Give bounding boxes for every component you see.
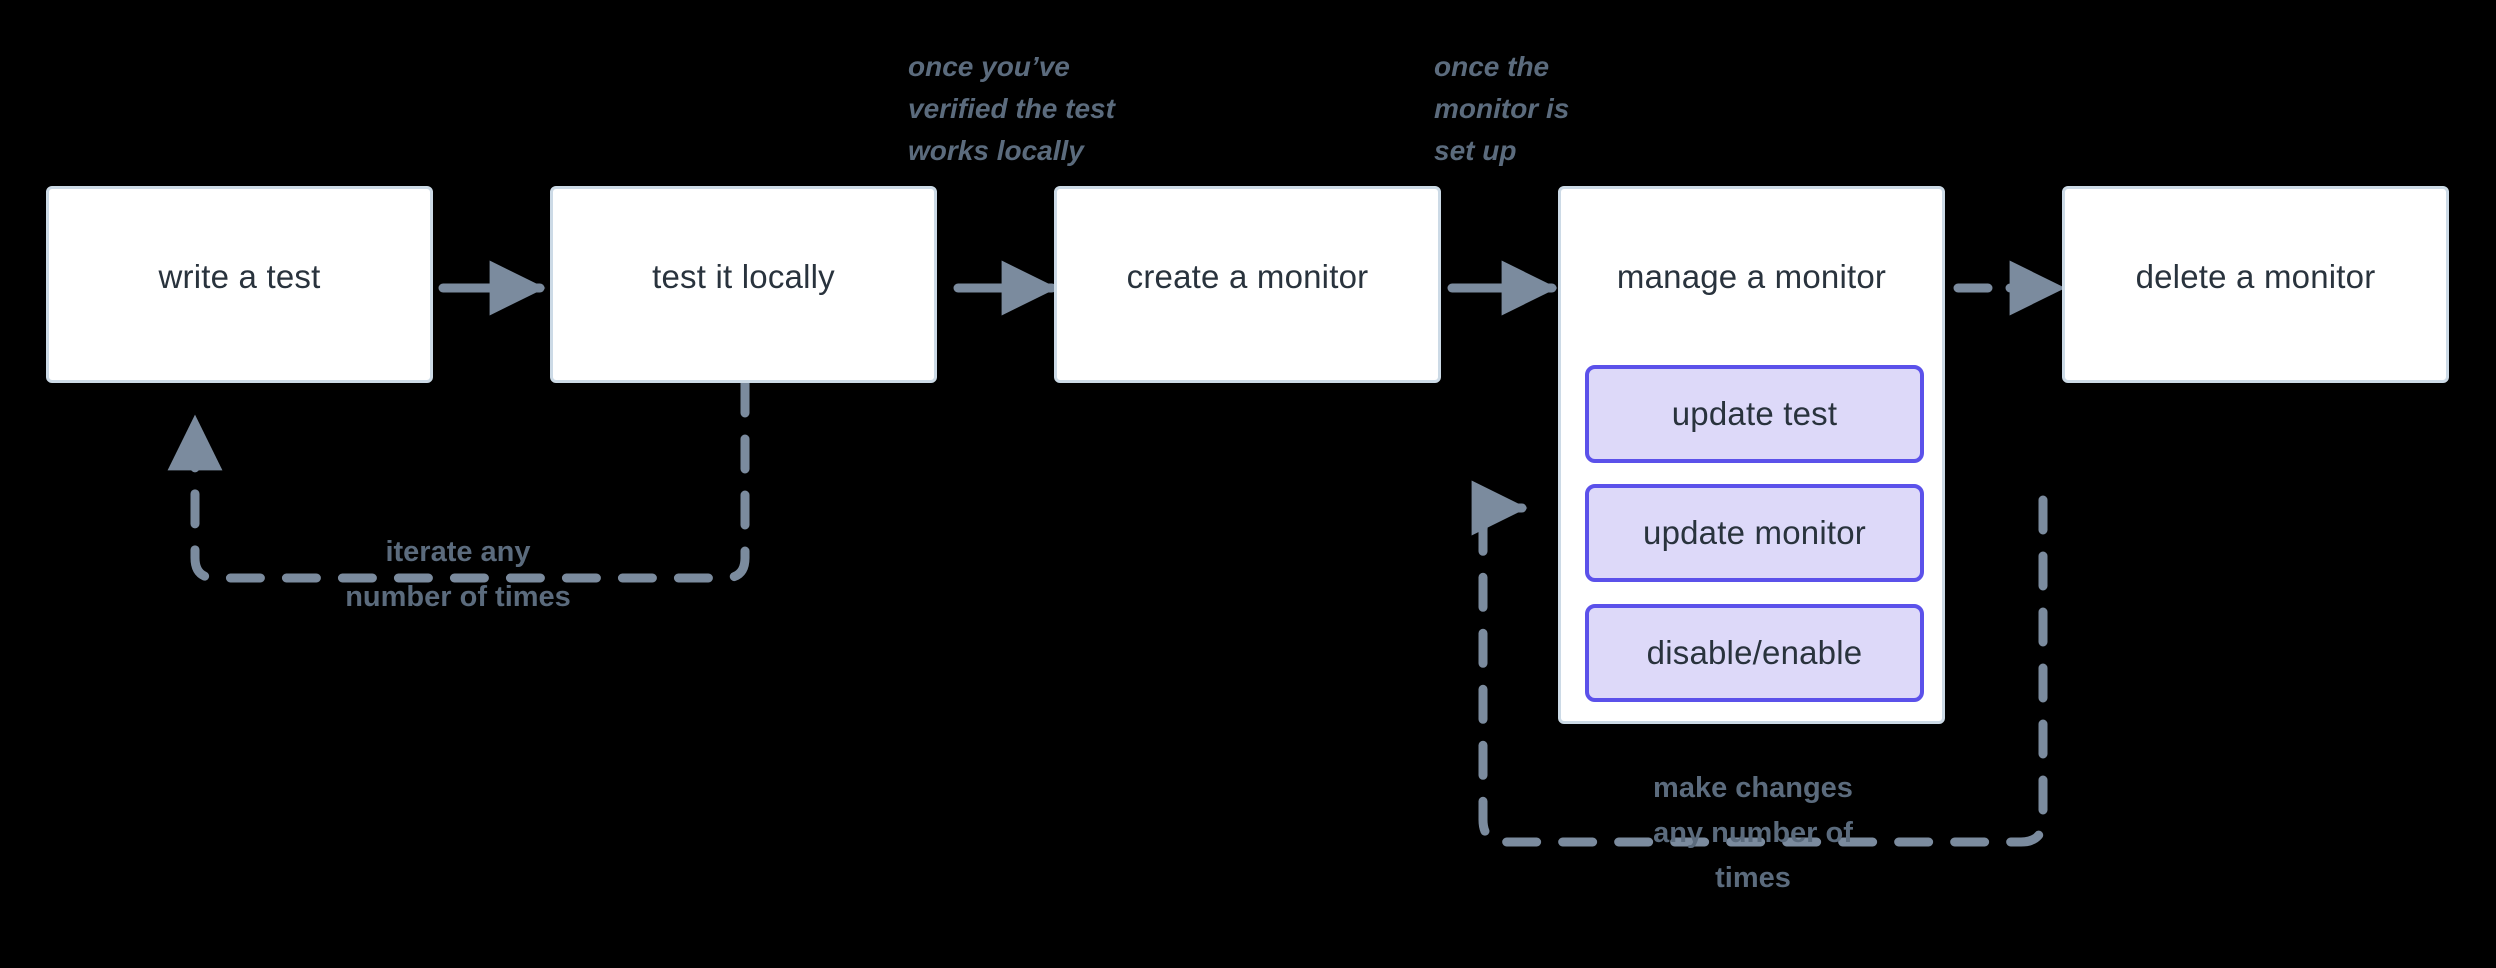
note-verified: once you’ve verified the test works loca…	[908, 51, 1115, 166]
node-test-it-locally[interactable]: test it locally	[550, 186, 937, 383]
sub-node-disable-enable[interactable]: disable/enable	[1585, 604, 1924, 702]
edge-label-make-changes: make changes any number of times	[1653, 772, 1853, 894]
note-setup: once the monitor is set up	[1434, 51, 1570, 166]
node-delete-a-monitor[interactable]: delete a monitor	[2062, 186, 2449, 383]
node-label-manage-a-monitor: manage a monitor	[1616, 258, 1887, 295]
node-label-test-it-locally: test it locally	[652, 258, 835, 295]
sub-node-update-monitor[interactable]: update monitor	[1585, 484, 1924, 582]
node-manage-a-monitor[interactable]: manage a monitor update test update moni…	[1558, 186, 1945, 724]
node-label-create-a-monitor: create a monitor	[1126, 258, 1369, 295]
sub-node-update-test[interactable]: update test	[1585, 365, 1924, 463]
node-label-delete-a-monitor: delete a monitor	[2135, 258, 2376, 295]
edge-label-iterate: iterate any number of times	[345, 536, 571, 613]
node-create-a-monitor[interactable]: create a monitor	[1054, 186, 1441, 383]
node-write-a-test[interactable]: write a test	[46, 186, 433, 383]
node-label-write-a-test: write a test	[158, 258, 321, 295]
